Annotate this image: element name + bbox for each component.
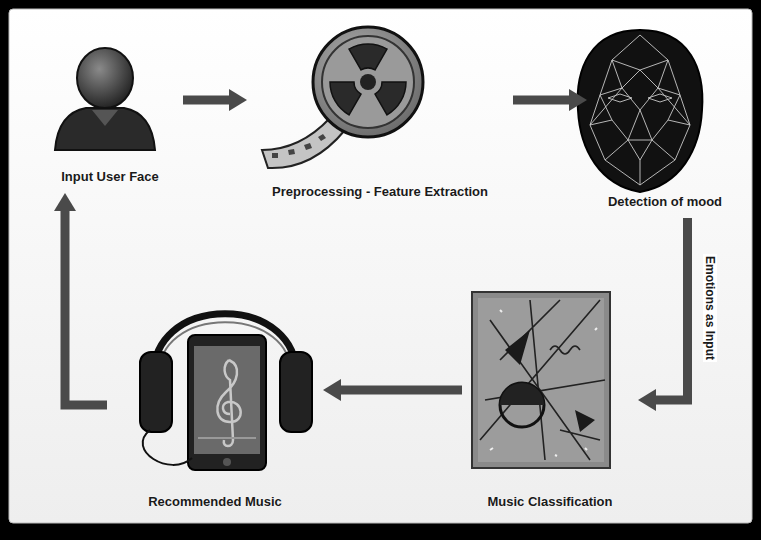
film-reel-icon (262, 27, 423, 168)
phone-progress (198, 437, 256, 439)
painting-circle (500, 383, 544, 427)
phone-button (223, 458, 231, 466)
abstract-painting-icon (472, 292, 610, 468)
panel (9, 9, 752, 523)
right-ear-cup (280, 352, 312, 432)
painting-triangles (505, 330, 595, 432)
flow-arrow (341, 386, 462, 395)
phone-body (188, 335, 266, 470)
painting-half-disc (500, 383, 544, 405)
reel-rim (313, 27, 423, 137)
phone-screen (194, 346, 260, 454)
user-shoulders (55, 108, 155, 150)
process-step: Recommended Music (110, 295, 320, 515)
step-label: Recommended Music (148, 494, 282, 509)
face-outline (578, 30, 703, 192)
reel-face (322, 36, 414, 128)
process-step: Input User Face (40, 45, 180, 190)
step-label: Preprocessing - Feature Extraction (272, 184, 488, 199)
user-icon (55, 48, 155, 150)
treble-clef (217, 360, 240, 446)
flow-arrow (65, 211, 107, 405)
step-label: Detection of mood (608, 194, 722, 209)
reel-hub (360, 74, 376, 90)
step-label: Music Classification (488, 494, 613, 509)
painting-ground (478, 298, 604, 462)
headphone-cable (143, 430, 192, 465)
flow-arrow (513, 96, 569, 105)
flow-arrow (183, 96, 229, 105)
step-label: Input User Face (61, 169, 159, 184)
face-mesh-icon (578, 30, 703, 192)
user-head (77, 48, 133, 108)
edge-label: Emotions as Input (703, 253, 717, 361)
process-step: Music Classification (465, 285, 635, 515)
process-step: Detection of mood (590, 35, 740, 215)
flow-arrow (656, 218, 688, 400)
left-ear-cup (140, 352, 172, 432)
user-collar (92, 110, 118, 126)
headphones-phone-icon (140, 314, 312, 470)
face-mesh-lines (590, 35, 690, 185)
painting-lines (480, 300, 605, 460)
process-step: Preprocessing - Feature Extraction (250, 25, 510, 205)
painting-canvas (472, 292, 610, 468)
film-sprockets (272, 134, 326, 158)
reel-holes (330, 44, 406, 115)
painting-specks (490, 310, 597, 456)
